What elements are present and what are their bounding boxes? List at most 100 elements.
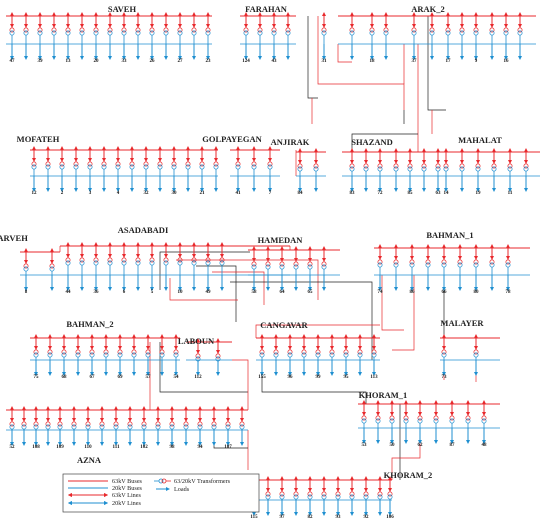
transformer-lv-winding xyxy=(191,30,197,36)
transformer-lv-winding xyxy=(389,418,395,424)
feeder-farahan xyxy=(257,12,263,60)
transformer-lv-winding xyxy=(293,264,299,270)
node-label: 97 xyxy=(280,515,286,520)
feeder-bahman2 xyxy=(75,334,81,376)
transformer-lv-winding xyxy=(183,424,189,430)
transformer-lv-winding xyxy=(445,30,451,36)
transformer-lv-winding xyxy=(475,166,481,172)
transformer-lv-winding xyxy=(117,352,123,358)
feeder-cangavar xyxy=(315,334,321,376)
transformer-hv-winding xyxy=(243,27,249,33)
transformer-hv-winding xyxy=(45,421,51,427)
node-label: 4 xyxy=(117,191,120,196)
feeder-farahan xyxy=(271,12,277,60)
feeder-azna xyxy=(71,406,77,446)
area-label-azna: AZNA xyxy=(77,455,102,465)
node-label: 53 xyxy=(362,443,368,448)
transformer-hv-winding xyxy=(443,163,449,169)
area-label-malayer: MALAYER xyxy=(440,318,484,328)
transformer-lv-winding xyxy=(315,352,321,358)
transformer-hv-winding xyxy=(517,27,523,33)
transformer-lv-winding xyxy=(441,352,447,358)
transformer-lv-winding xyxy=(79,30,85,36)
transformer-lv-winding xyxy=(457,262,463,268)
transformer-lv-winding xyxy=(425,262,431,268)
feeder-cangavar xyxy=(329,334,335,376)
transformer-hv-winding xyxy=(149,257,155,263)
transformer-hv-winding xyxy=(449,415,455,421)
feeder-azna xyxy=(169,406,175,446)
feeder-hamedan xyxy=(321,246,327,291)
transformer-lv-winding xyxy=(65,30,71,36)
node-label: 6 xyxy=(123,290,126,295)
feeder-asadabadi xyxy=(79,242,85,291)
feeder-saveh xyxy=(205,12,211,60)
transformer-hv-winding xyxy=(33,421,39,427)
transformer-hv-winding xyxy=(393,163,399,169)
transformer-lv-winding xyxy=(343,352,349,358)
feeder-mahalat xyxy=(491,148,497,192)
transformer-hv-winding xyxy=(155,421,161,427)
node-label: 21 xyxy=(200,191,206,196)
area-label-bahman2: BAHMAN_2 xyxy=(66,319,113,329)
transformer-lv-winding xyxy=(93,30,99,36)
transformer-lv-winding xyxy=(205,260,211,266)
transformer-hv-winding xyxy=(321,27,327,33)
transformer-hv-winding xyxy=(343,349,349,355)
transformer-lv-winding xyxy=(441,262,447,268)
feeder-hamedan xyxy=(265,246,271,291)
transformer-hv-winding xyxy=(57,421,63,427)
legend: 63kV Buses 20kV Buses 63kV Lines 20kV Li… xyxy=(62,473,260,513)
feeder-azna xyxy=(45,406,51,446)
transformer-lv-winding xyxy=(301,352,307,358)
transformer-hv-winding xyxy=(251,261,257,267)
feeder-saveh xyxy=(135,12,141,60)
transformer-hv-winding xyxy=(307,491,313,497)
node-label: 23 xyxy=(206,59,212,64)
transformer-hv-winding xyxy=(441,259,447,265)
feeder-arak2 xyxy=(489,12,495,60)
node-label: 14 xyxy=(444,191,450,196)
feeder-saveh xyxy=(79,12,85,60)
node-label: 111 xyxy=(113,445,120,450)
feeder-asadabadi xyxy=(191,242,197,291)
transformer-lv-winding xyxy=(75,352,81,358)
transformer-hv-winding xyxy=(387,491,393,497)
interconnection-line xyxy=(159,251,250,290)
node-label: 84 xyxy=(298,191,304,196)
transformer-lv-winding xyxy=(23,266,29,272)
interconnection-line xyxy=(159,342,248,393)
feeder-azna xyxy=(57,406,63,446)
transformer-lv-winding xyxy=(127,424,133,430)
transformer-hv-winding xyxy=(211,421,217,427)
transformer-hv-winding xyxy=(321,491,327,497)
transformer-hv-winding xyxy=(489,27,495,33)
transformer-hv-winding xyxy=(183,421,189,427)
transformer-hv-winding xyxy=(279,261,285,267)
transformer-hv-winding xyxy=(257,27,263,33)
feeder-arak2 xyxy=(459,12,465,60)
transformer-lv-winding xyxy=(287,352,293,358)
transformer-lv-winding xyxy=(159,352,165,358)
transformer-hv-winding xyxy=(219,257,225,263)
node-label: 110 xyxy=(84,445,92,450)
node-label: 124 xyxy=(242,59,250,64)
feeder-arak2 xyxy=(445,12,451,60)
transformer-hv-winding xyxy=(121,27,127,33)
transformer-hv-winding xyxy=(389,415,395,421)
feeder-arak2 xyxy=(383,12,389,60)
transformer-lv-winding xyxy=(279,264,285,270)
node-label: 49 xyxy=(206,290,212,295)
feeder-bahman2 xyxy=(47,334,53,376)
feeder-shazand xyxy=(349,148,355,192)
transformer-lv-winding xyxy=(45,164,51,170)
node-label: 80 xyxy=(474,290,480,295)
interconnection-line xyxy=(261,360,367,404)
feeder-bahman1 xyxy=(425,244,431,291)
node-label: 39 xyxy=(38,59,44,64)
feeder-hamedan xyxy=(307,246,313,291)
transformer-hv-winding xyxy=(65,257,71,263)
node-label: 48 xyxy=(482,443,488,448)
transformer-hv-winding xyxy=(61,349,67,355)
feeder-khoram1 xyxy=(361,400,367,444)
